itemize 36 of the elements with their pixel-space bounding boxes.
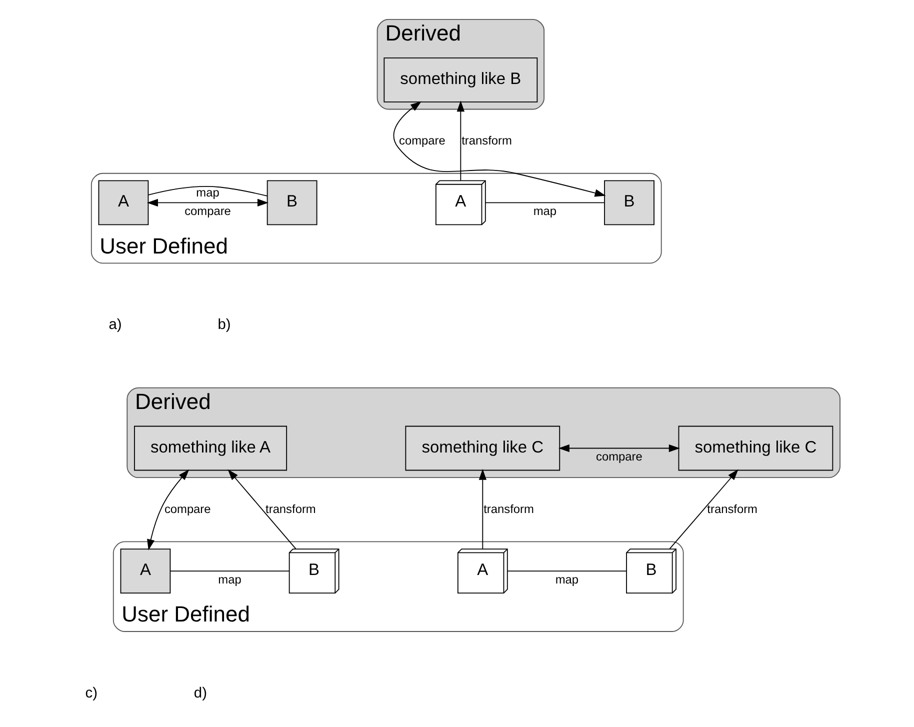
arrow (478, 468, 486, 550)
arrow (669, 469, 738, 550)
edge-label: transform (484, 502, 534, 516)
label: c) (85, 685, 98, 702)
node-box: A (120, 548, 171, 594)
node-box: something like C (678, 426, 834, 471)
connector (148, 186, 268, 196)
label: d) (194, 685, 207, 702)
node-box: something like B (384, 57, 538, 102)
arrow (146, 198, 268, 207)
connector (485, 202, 605, 204)
label: b) (218, 316, 231, 333)
node-box: B (266, 180, 318, 226)
arrow (147, 469, 190, 550)
connector (507, 570, 627, 572)
arrow (393, 101, 606, 197)
node-box: B (604, 180, 654, 226)
label: a) (108, 316, 122, 333)
edge-label: map (218, 572, 242, 586)
edge-label: map (555, 572, 579, 586)
node-box: something like A (134, 426, 288, 471)
edge-label: transform (707, 502, 758, 516)
edge-label: map (196, 186, 220, 200)
edge-label: compare (399, 133, 446, 148)
arrow (558, 444, 680, 452)
connector (170, 570, 290, 572)
arrow (456, 100, 465, 181)
edge-label: transform (462, 133, 512, 148)
arrow (228, 469, 296, 550)
node-box: something like C (405, 426, 560, 471)
edge-label: compare (596, 450, 642, 464)
node-box: A (98, 180, 149, 226)
edge-label: compare (184, 204, 231, 218)
edge-label: map (533, 204, 557, 218)
edge-label: transform (266, 502, 316, 516)
edge-label: compare (164, 502, 211, 516)
